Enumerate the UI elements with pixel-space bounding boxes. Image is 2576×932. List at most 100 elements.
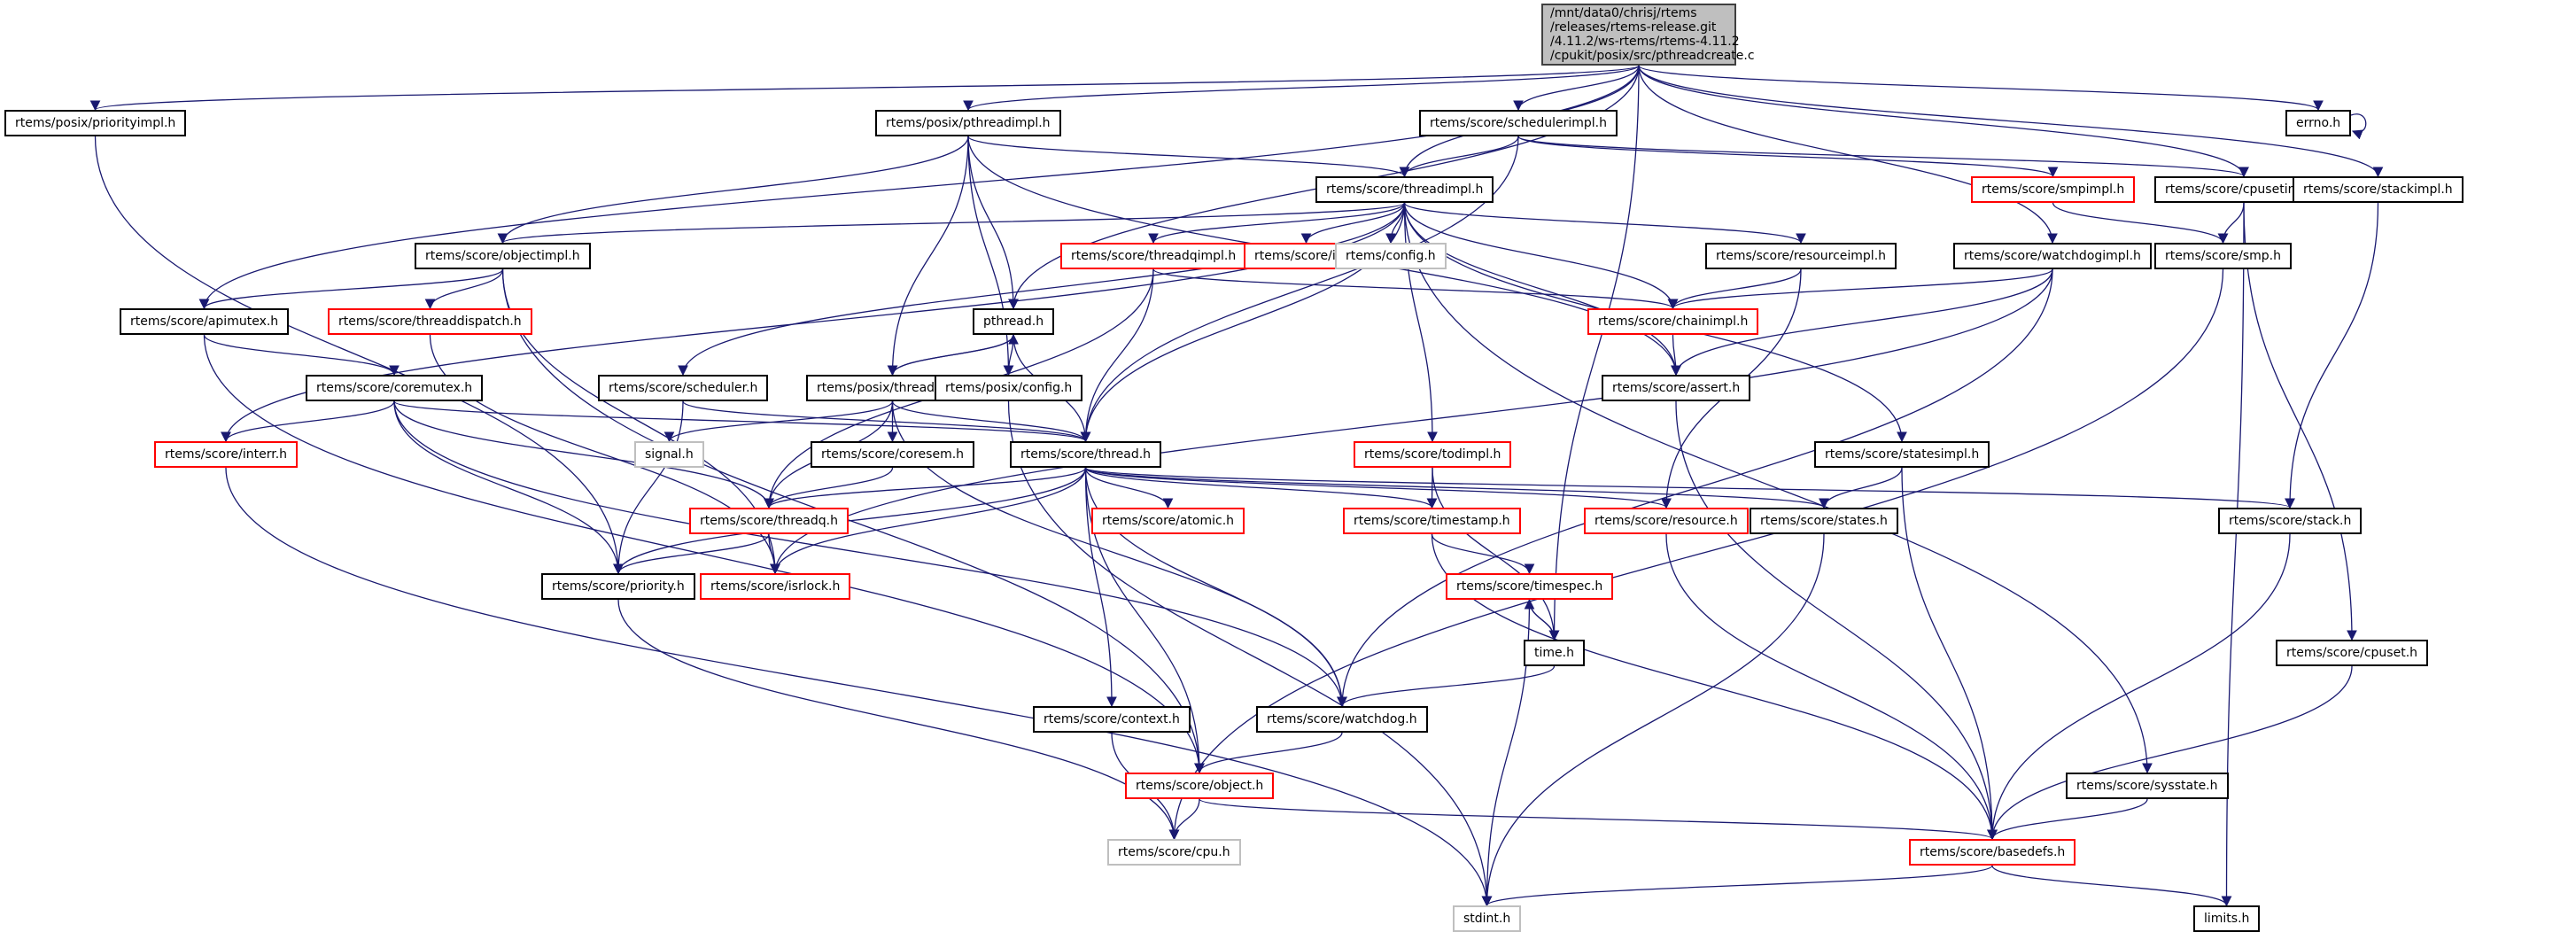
edge-apimutex-to-object (203, 334, 1205, 774)
node-threadimpl[interactable]: rtems/score/threadimpl.h (1315, 176, 1494, 203)
edge-watchdogimpl-to-assert (1671, 268, 2053, 377)
node-threadq[interactable]: rtems/score/threadq.h (689, 508, 849, 534)
node-cpu[interactable]: rtems/score/cpu.h (1107, 839, 1241, 866)
node-cpuset[interactable]: rtems/score/cpuset.h (2276, 640, 2429, 666)
node-interr[interactable]: rtems/score/interr.h (154, 441, 299, 468)
node-sysstate[interactable]: rtems/score/sysstate.h (2066, 773, 2229, 799)
node-stdint[interactable]: stdint.h (1453, 905, 1522, 932)
node-isrlock[interactable]: rtems/score/isrlock.h (700, 573, 851, 600)
edge-thread-to-states (1084, 467, 1829, 509)
node-time[interactable]: time.h (1524, 640, 1585, 666)
edge-threadq-to-priority (613, 533, 770, 575)
node-label: rtems/score/watchdogimpl.h (1964, 249, 2141, 263)
node-schedulerimpl[interactable]: rtems/score/schedulerimpl.h (1419, 110, 1618, 136)
edge-threadimpl-to-resourceimpl (1403, 202, 1806, 245)
edge-schedulerimpl-to-smpimpl (1517, 136, 2059, 178)
edge-watchdogimpl-to-chainimpl (1667, 268, 2053, 310)
node-label: rtems/score/coresem.h (821, 447, 965, 462)
node-label: rtems/posix/pthreadimpl.h (886, 116, 1051, 130)
node-label: rtems/score/stack.h (2229, 514, 2352, 528)
node-stackimpl[interactable]: rtems/score/stackimpl.h (2293, 176, 2463, 203)
node-label: rtems/score/resourceimpl.h (1716, 249, 1887, 263)
node-label: rtems/score/isrlock.h (710, 579, 841, 594)
node-thread[interactable]: rtems/score/thread.h (1010, 441, 1162, 468)
edge-pthreadimpl-to-threadimpl (967, 136, 1410, 178)
node-statesimpl[interactable]: rtems/score/statesimpl.h (1814, 441, 1990, 468)
node-label: stdint.h (1463, 912, 1511, 926)
node-watchdogimpl[interactable]: rtems/score/watchdogimpl.h (1953, 243, 2152, 269)
node-label: rtems/score/chainimpl.h (1598, 315, 1749, 329)
edge-coremutex-to-watchdog (393, 400, 1347, 708)
edge-threadqimpl-to-thread (1080, 268, 1154, 443)
root-path-line: /mnt/data0/chrisj/rtems (1550, 6, 1697, 20)
node-resourceimpl[interactable]: rtems/score/resourceimpl.h (1705, 243, 1897, 269)
edge-coremutex-to-threadq (393, 400, 774, 509)
edge-basedefs-to-limits (1991, 865, 2232, 907)
edge-resource-to-basedefs (1665, 533, 1998, 841)
node-scheduler[interactable]: rtems/score/scheduler.h (598, 375, 769, 401)
node-label: rtems/score/smpimpl.h (1982, 183, 2125, 197)
edge-object-to-cpu (1168, 798, 1200, 841)
node-apimutex[interactable]: rtems/score/apimutex.h (120, 308, 290, 335)
node-label: errno.h (2296, 116, 2341, 130)
node-object[interactable]: rtems/score/object.h (1125, 773, 1275, 799)
node-stack[interactable]: rtems/score/stack.h (2218, 508, 2363, 534)
node-label: rtems/score/sysstate.h (2076, 779, 2218, 793)
edge-statesimpl-to-basedefs (1901, 467, 1998, 841)
node-chainimpl[interactable]: rtems/score/chainimpl.h (1587, 308, 1759, 335)
node-timestamp[interactable]: rtems/score/timestamp.h (1343, 508, 1521, 534)
node-objectimpl[interactable]: rtems/score/objectimpl.h (415, 243, 591, 269)
node-label: rtems/score/basedefs.h (1920, 845, 2066, 859)
node-atomic[interactable]: rtems/score/atomic.h (1091, 508, 1245, 534)
root-path-line: /releases/rtems-release.git (1550, 20, 1717, 35)
edge-resourceimpl-to-chainimpl (1667, 268, 1802, 310)
node-label: rtems/score/cpu.h (1118, 845, 1230, 859)
edge-cpusetimpl-to-limits (2221, 202, 2245, 907)
edge-thread-to-threadq (764, 467, 1087, 509)
node-threadqimpl[interactable]: rtems/score/threadqimpl.h (1060, 243, 1247, 269)
node-label: rtems/score/priority.h (552, 579, 685, 594)
node-basedefs[interactable]: rtems/score/basedefs.h (1909, 839, 2076, 866)
node-watchdog[interactable]: rtems/score/watchdog.h (1256, 706, 1428, 733)
node-label: limits.h (2204, 912, 2250, 926)
node-pthread[interactable]: pthread.h (973, 308, 1055, 335)
node-config[interactable]: rtems/config.h (1335, 243, 1447, 269)
root-file-node[interactable]: /mnt/data0/chrisj/rtems /releases/rtems-… (1541, 4, 1755, 66)
node-label: rtems/score/threadq.h (700, 514, 838, 528)
node-context[interactable]: rtems/score/context.h (1033, 706, 1191, 733)
node-timespec[interactable]: rtems/score/timespec.h (1446, 573, 1614, 600)
edge-threadsup-to-pthread (891, 333, 1019, 376)
node-label: rtems/score/smp.h (2165, 249, 2281, 263)
edge-interr-to-stdint (225, 467, 1493, 907)
node-label: rtems/score/atomic.h (1102, 514, 1235, 528)
node-signal[interactable]: signal.h (634, 441, 704, 468)
node-label: rtems/score/watchdog.h (1267, 712, 1417, 726)
edge-thread-to-timestamp (1084, 467, 1438, 509)
node-pthreadimpl[interactable]: rtems/posix/pthreadimpl.h (875, 110, 1061, 136)
edge-threadsup-to-thread (891, 400, 1091, 443)
edge-basedefs-to-stdint (1481, 865, 1993, 907)
node-threaddispatch[interactable]: rtems/score/threaddispatch.h (328, 308, 532, 335)
node-todimpl[interactable]: rtems/score/todimpl.h (1354, 441, 1512, 468)
node-resource[interactable]: rtems/score/resource.h (1584, 508, 1749, 534)
edge-pthreadimpl-to-posixconfig (967, 136, 1014, 377)
node-label: rtems/score/object.h (1136, 779, 1264, 793)
node-label: rtems/score/cpusetimpl.h (2165, 183, 2324, 197)
node-label: rtems/config.h (1346, 249, 1436, 263)
node-priorityimpl[interactable]: rtems/posix/priorityimpl.h (4, 110, 187, 136)
node-label: signal.h (645, 447, 694, 462)
node-priority[interactable]: rtems/score/priority.h (541, 573, 695, 600)
node-coresem[interactable]: rtems/score/coresem.h (811, 441, 975, 468)
edge-errno-to-errno (2350, 113, 2367, 140)
node-states[interactable]: rtems/score/states.h (1750, 508, 1898, 534)
node-smpimpl[interactable]: rtems/score/smpimpl.h (1971, 176, 2136, 203)
node-posixconfig[interactable]: rtems/posix/config.h (935, 375, 1083, 401)
node-assert[interactable]: rtems/score/assert.h (1602, 375, 1751, 401)
node-coremutex[interactable]: rtems/score/coremutex.h (306, 375, 484, 401)
node-label: rtems/score/coremutex.h (316, 381, 473, 395)
node-limits[interactable]: limits.h (2193, 905, 2261, 932)
node-label: rtems/score/timestamp.h (1354, 514, 1510, 528)
node-errno[interactable]: errno.h (2285, 110, 2352, 136)
node-label: pthread.h (983, 315, 1044, 329)
node-smp[interactable]: rtems/score/smp.h (2154, 243, 2292, 269)
